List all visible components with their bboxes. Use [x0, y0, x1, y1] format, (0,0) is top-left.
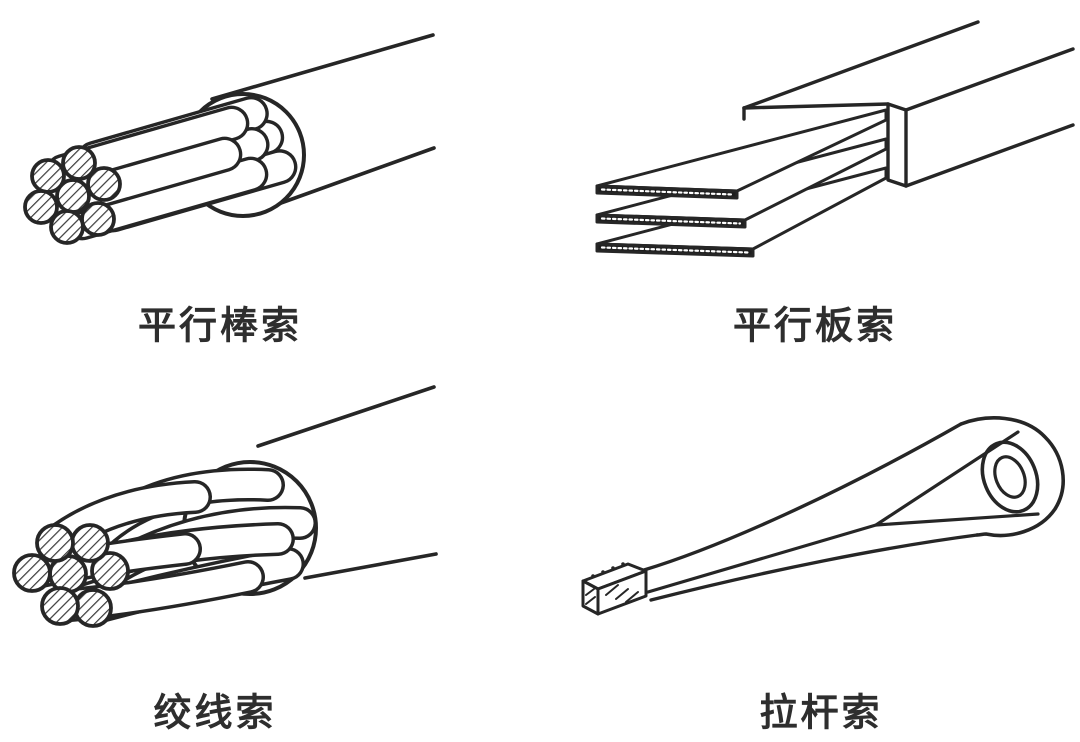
stranded-wire-cable-figure: [0, 371, 540, 671]
caption-tie-rod-cable: 拉杆索: [759, 692, 883, 735]
parallel-plate-cable-figure: [540, 0, 1080, 300]
caption-parallel-plate-cable: 平行板索: [732, 305, 898, 348]
parallel-bar-cable-drawing: [23, 33, 436, 245]
tie-rod-cable-drawing: [581, 416, 1065, 616]
parallel-plate-cable-drawing: [595, 20, 1075, 258]
parallel-bar-cable-figure: [0, 0, 540, 300]
stranded-wire-cable-drawing: [12, 385, 438, 628]
caption-parallel-bar-cable: 平行棒索: [137, 305, 303, 348]
tie-rod-cable-figure: [540, 371, 1080, 671]
caption-stranded-wire-cable: 绞线索: [153, 692, 277, 735]
